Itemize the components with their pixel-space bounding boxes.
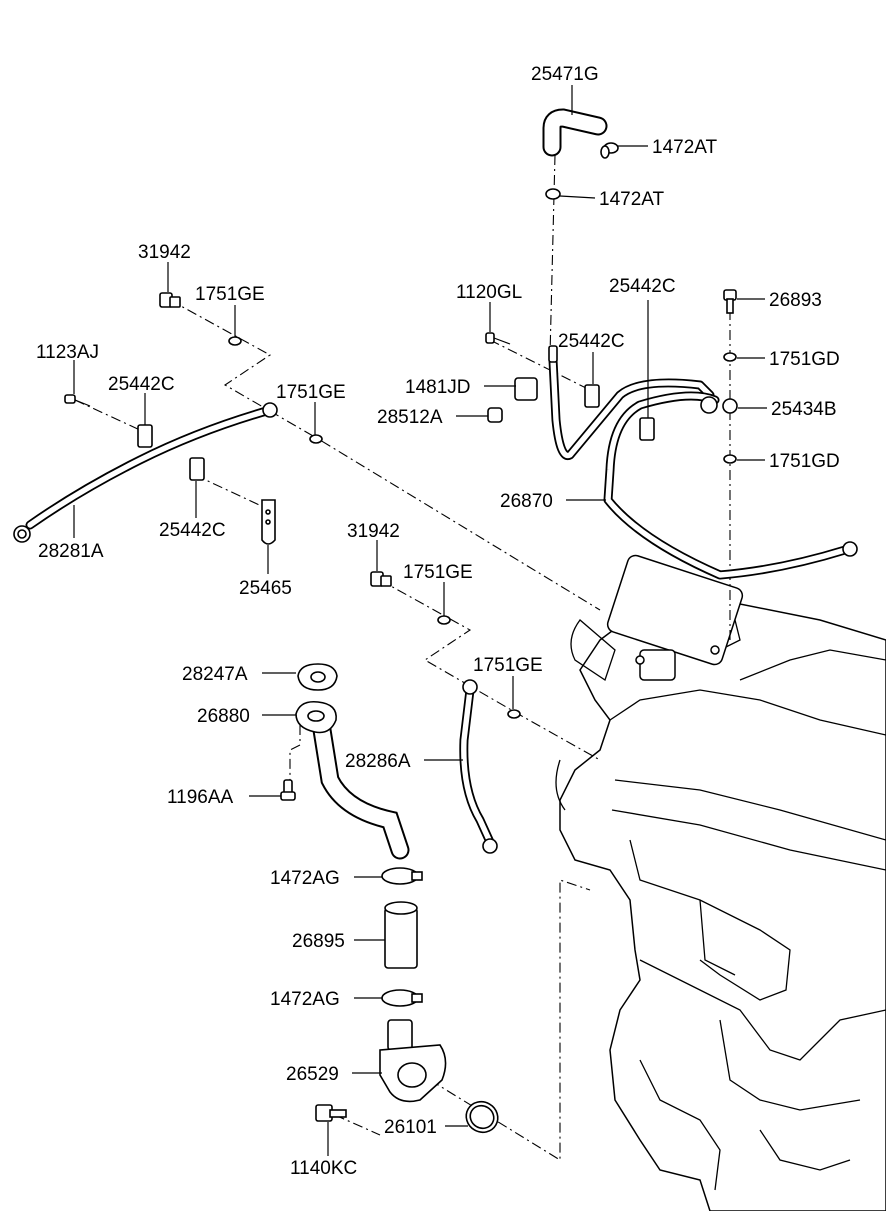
label-1481jd: 1481JD	[405, 377, 471, 398]
label-1751gd-b: 1751GD	[769, 451, 840, 472]
label-28286a: 28286A	[345, 751, 411, 772]
label-1472at-b: 1472AT	[599, 189, 665, 210]
label-28512a: 28512A	[377, 407, 443, 428]
leader-lines	[73, 85, 767, 1156]
fitting-28512a	[487, 407, 503, 423]
hose-26895	[384, 901, 418, 969]
pipe-28286a	[459, 679, 498, 854]
bolt-1196aa	[280, 779, 296, 801]
clamp-1472at-lower	[545, 188, 561, 200]
pipe-28281a	[13, 402, 278, 543]
label-1140kc: 1140KC	[290, 1158, 357, 1179]
washer-1751ge-c	[437, 615, 451, 625]
label-1196aa: 1196AA	[167, 787, 234, 808]
label-25442c-b: 25442C	[558, 331, 625, 352]
label-1751gd-a: 1751GD	[769, 349, 840, 370]
washer-1751ge-b	[309, 434, 323, 444]
dashed-lines	[74, 154, 731, 1161]
washer-1751ge-a	[228, 336, 242, 346]
label-25465: 25465	[239, 578, 292, 599]
label-26529: 26529	[286, 1064, 339, 1085]
hose-elbow-25471g	[542, 108, 608, 157]
bolt-31942-upper	[159, 292, 181, 308]
clip-25442c-left	[137, 424, 153, 448]
label-1751ge-d: 1751GE	[473, 655, 543, 676]
clip-25442c-mid	[189, 457, 205, 481]
label-1472ag-a: 1472AG	[270, 868, 340, 889]
label-26870: 26870	[500, 491, 553, 512]
bolt-26893	[723, 289, 737, 314]
label-26880: 26880	[197, 706, 250, 727]
label-26893: 26893	[769, 290, 822, 311]
part-labels: 25471G 1472AT 1472AT 31942 1751GE 1120GL…	[36, 64, 840, 1179]
clamp-1472ag-upper	[381, 867, 423, 885]
gasket-28247a	[297, 663, 338, 691]
label-25471g: 25471G	[531, 64, 599, 85]
label-1472at-a: 1472AT	[652, 137, 718, 158]
bolt-25434b	[722, 398, 738, 414]
bolt-31942-lower	[370, 571, 392, 587]
label-26895: 26895	[292, 931, 345, 952]
washer-1751gd-a	[723, 352, 737, 362]
label-1120gl: 1120GL	[456, 282, 522, 303]
clip-25442c-right-a	[584, 384, 600, 408]
label-25442c-c: 25442C	[108, 374, 175, 395]
washer-1751ge-d	[507, 709, 521, 719]
label-1751ge-a: 1751GE	[195, 284, 265, 305]
engine-block	[555, 554, 886, 1211]
label-31942-b: 31942	[347, 521, 400, 542]
clamp-1472at-upper	[600, 142, 619, 159]
label-25442c-d: 25442C	[159, 520, 226, 541]
label-1751ge-c: 1751GE	[403, 562, 473, 583]
label-25442c-a: 25442C	[609, 276, 676, 297]
label-28281a: 28281A	[38, 541, 104, 562]
label-31942-a: 31942	[138, 242, 191, 263]
clamp-1472ag-lower	[381, 989, 423, 1007]
bracket-25465	[261, 499, 276, 545]
label-28247a: 28247A	[182, 664, 248, 685]
fitting-1481jd	[514, 377, 538, 401]
bolt-1120gl	[485, 332, 511, 345]
fitting-26529	[379, 1019, 447, 1103]
screw-1123aj	[64, 394, 91, 407]
label-25434b: 25434B	[771, 399, 837, 420]
pipe-26880	[295, 700, 410, 860]
pipe-26870	[548, 345, 858, 580]
label-1472ag-b: 1472AG	[270, 989, 340, 1010]
label-26101: 26101	[384, 1117, 437, 1138]
bolt-1140kc	[315, 1104, 347, 1122]
clip-25442c-right-b	[639, 417, 655, 441]
label-1751ge-b: 1751GE	[276, 382, 346, 403]
gasket-26101	[465, 1100, 499, 1134]
washer-1751gd-b	[723, 454, 737, 464]
label-1123aj: 1123AJ	[36, 342, 99, 363]
